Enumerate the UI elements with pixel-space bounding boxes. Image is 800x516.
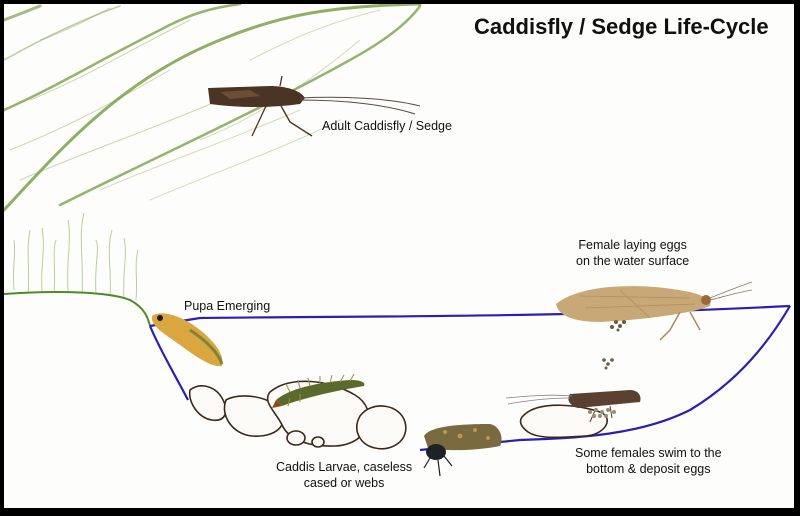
label-bottom-females-line1: Some females swim to the: [575, 446, 722, 460]
river-bank-line: [4, 291, 151, 327]
label-bottom-females: Some females swim to the bottom & deposi…: [575, 445, 722, 477]
label-adult: Adult Caddisfly / Sedge: [322, 118, 452, 134]
pupa-icon: [151, 313, 224, 367]
label-pupa-text: Pupa Emerging: [184, 299, 271, 313]
diagram-canvas: Caddisfly / Sedge Life-Cycle Adult Caddi…: [4, 4, 794, 508]
label-female-laying-line2: on the water surface: [576, 254, 690, 268]
diving-female-icon: [505, 390, 641, 423]
label-female-laying: Female laying eggs on the water surface: [576, 237, 689, 269]
diagram-title: Caddisfly / Sedge Life-Cycle: [474, 14, 769, 39]
label-bottom-females-line2: bottom & deposit eggs: [586, 462, 711, 476]
female-caddisfly-icon: [556, 281, 753, 370]
label-larvae: Caddis Larvae, caseless cased or webs: [276, 459, 412, 491]
label-larvae-line2: cased or webs: [303, 476, 385, 490]
leaf-vegetation-icon: [4, 4, 422, 212]
label-pupa: Pupa Emerging: [184, 298, 270, 314]
label-female-laying-line1: Female laying eggs: [578, 238, 687, 252]
cased-larva-icon: [423, 424, 502, 477]
grass-icon: [12, 212, 139, 301]
larva-icon: [272, 373, 365, 408]
label-larvae-line1: Caddis Larvae, caseless: [276, 460, 413, 474]
adult-caddisfly-icon: [208, 75, 421, 137]
label-adult-text: Adult Caddisfly / Sedge: [322, 119, 452, 133]
